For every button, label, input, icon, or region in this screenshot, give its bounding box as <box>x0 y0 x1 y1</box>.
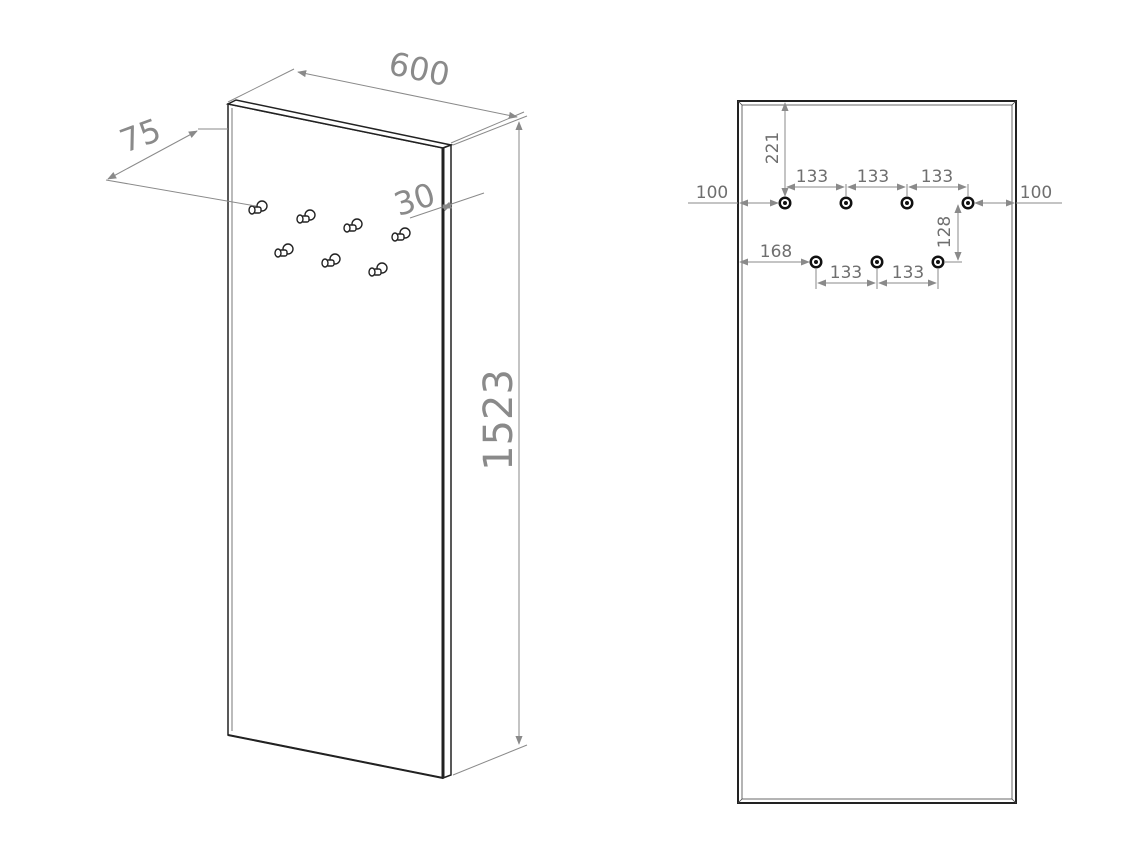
dimension-height-label: 1523 <box>476 369 522 471</box>
dimension-top-offset: 221 <box>763 102 789 197</box>
panel-outline <box>737 100 1017 804</box>
hook-hole <box>900 196 914 210</box>
hook-hole <box>931 255 945 269</box>
dimension-top-spacing-1-label: 133 <box>796 167 828 187</box>
hooks <box>248 200 411 277</box>
dimension-left-margin: 100 <box>688 183 779 207</box>
panel-inner-outline <box>741 104 1013 800</box>
dimension-left-margin-label: 100 <box>696 183 728 203</box>
hook-hole <box>778 196 792 210</box>
hook <box>391 227 411 242</box>
hook-hole <box>961 196 975 210</box>
dimension-bottom-spacing-1-label: 133 <box>830 263 862 283</box>
dimension-top-spacing: 133 133 133 <box>786 167 969 196</box>
isometric-view: 600 1523 30 75 <box>105 44 528 780</box>
hook-hole <box>839 196 853 210</box>
hook <box>274 243 294 258</box>
front-elevation-view: 221 100 100 133 133 133 <box>688 100 1062 804</box>
hook <box>248 200 268 215</box>
dimension-row-gap-label: 128 <box>935 216 955 248</box>
dimension-row-gap: 128 <box>935 204 962 263</box>
hook <box>343 218 363 233</box>
dimension-width-label: 600 <box>385 44 453 94</box>
dimension-top-spacing-3-label: 133 <box>921 167 953 187</box>
dimension-lower-left-offset: 168 <box>739 242 810 266</box>
dimension-right-margin: 100 <box>974 183 1062 207</box>
hook-hole <box>809 255 823 269</box>
dimension-height: 1523 <box>452 115 528 776</box>
panel-bottom-edge <box>227 734 444 779</box>
hook <box>296 209 316 224</box>
dimension-top-spacing-2-label: 133 <box>857 167 889 187</box>
dimension-lower-left-offset-label: 168 <box>760 242 792 262</box>
dimension-bottom-spacing: 133 133 <box>815 263 939 289</box>
hook <box>321 253 341 268</box>
dimension-right-margin-label: 100 <box>1020 183 1052 203</box>
hook <box>368 262 388 277</box>
hook-hole <box>870 255 884 269</box>
hook-holes <box>778 196 975 269</box>
dimension-bottom-spacing-2-label: 133 <box>892 263 924 283</box>
dimension-top-offset-label: 221 <box>763 132 783 164</box>
dimension-hook-projection-label: 75 <box>115 111 166 161</box>
